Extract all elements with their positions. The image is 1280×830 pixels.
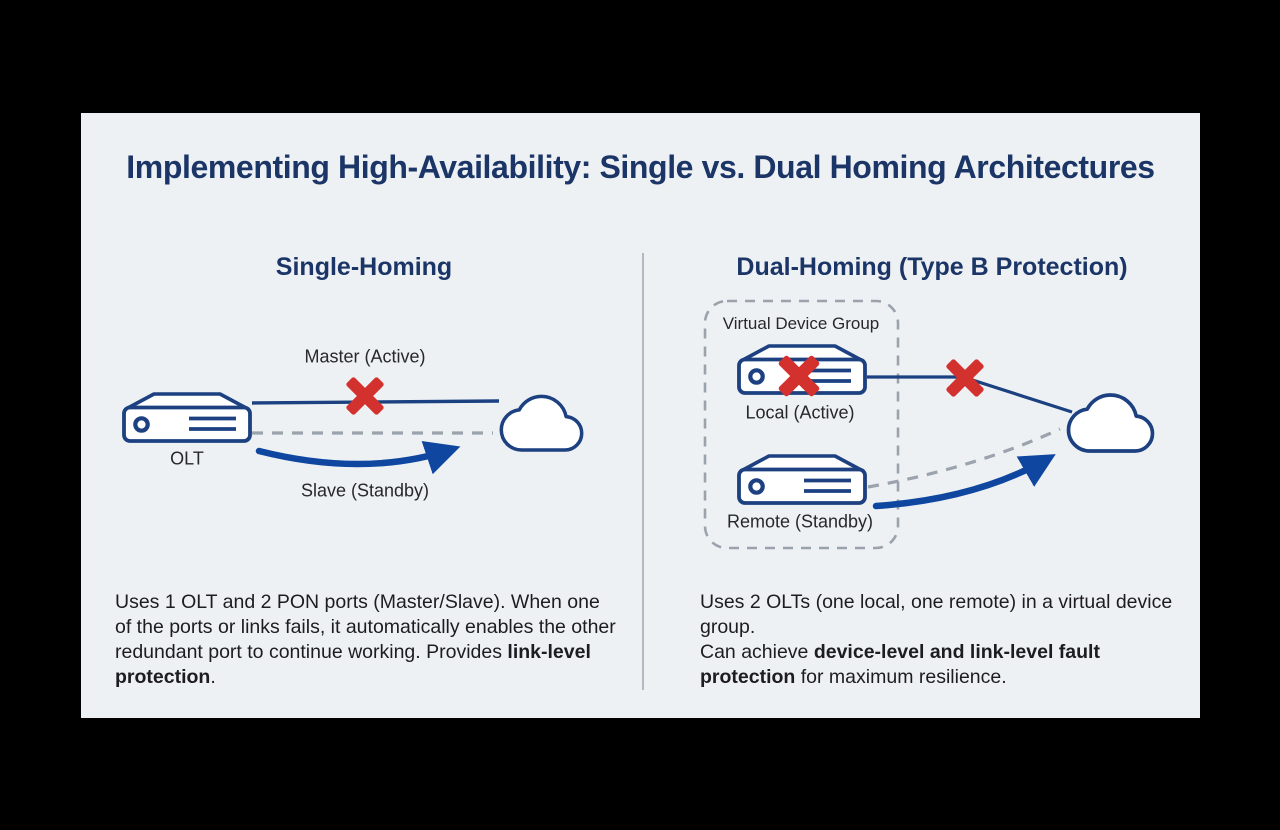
slave-link-label: Slave (Standby) [300, 480, 430, 501]
olt-label: OLT [170, 448, 204, 469]
description-text: . [210, 666, 216, 688]
description-text: Uses 1 OLT and 2 PON ports (Master/Slave… [115, 591, 616, 663]
description-text: Can achieve [700, 641, 814, 663]
olt-device-icon [124, 394, 250, 441]
single-homing-diagram [124, 376, 582, 475]
description-bold-text: link-level protection [115, 641, 591, 688]
remote-olt-device-icon [739, 456, 865, 503]
single-homing-description: Uses 1 OLT and 2 PON ports (Master/Slave… [115, 590, 620, 690]
description-bold-text: device-level and link-level fault protec… [700, 641, 1100, 688]
virtual-device-group-label: Virtual Device Group [722, 314, 880, 333]
single-homing-heading: Single-Homing [275, 253, 453, 281]
remote-device-label: Remote (Standby) [726, 511, 874, 532]
description-text: Uses 2 OLTs (one local, one remote) in a… [700, 591, 1173, 638]
failover-arrow-icon [255, 440, 461, 475]
description-text: for maximum resilience. [795, 666, 1007, 688]
remote-link-dashed-line [867, 427, 1061, 489]
dual-homing-description: Uses 2 OLTs (one local, one remote) in a… [700, 590, 1182, 690]
infographic-card: Implementing High-Availability: Single v… [81, 113, 1200, 718]
page-title: Implementing High-Availability: Single v… [126, 149, 1155, 185]
panel-divider [642, 253, 644, 690]
network-cloud-icon [501, 396, 581, 450]
master-link-label: Master (Active) [304, 346, 426, 367]
dual-homing-heading: Dual-Homing (Type B Protection) [736, 253, 1128, 281]
link-failure-x-icon [345, 376, 385, 416]
dual-homing-diagram [703, 299, 1153, 550]
local-device-label: Local (Active) [745, 402, 855, 423]
failover-arrow-icon [872, 454, 1056, 510]
diagram-canvas [81, 299, 1200, 550]
virtual-device-group-box [703, 299, 900, 550]
network-cloud-icon [1069, 395, 1153, 451]
